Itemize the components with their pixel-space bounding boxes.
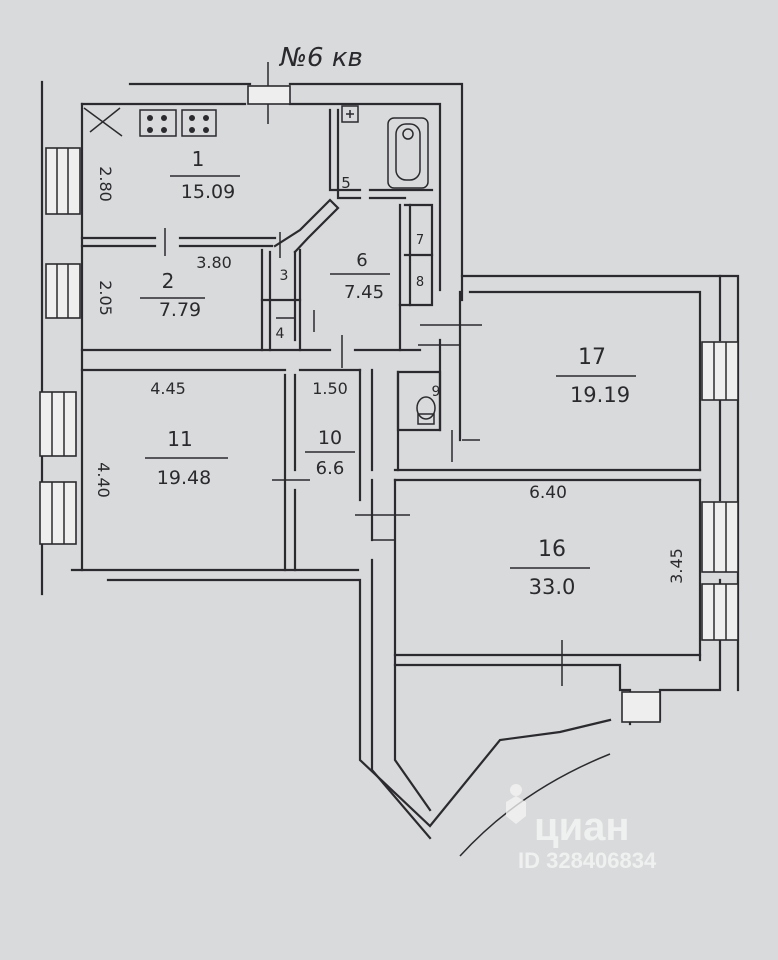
- stove-icon: [139, 109, 177, 137]
- window: [45, 147, 81, 215]
- room-area: 7.79: [159, 299, 201, 321]
- interior-walls: [80, 108, 464, 572]
- room-number: 9: [432, 384, 441, 400]
- dimension-labels: 2.80 3.80 2.05 4.45 1.50 4.40 6.40 3.45: [94, 166, 686, 584]
- window: [39, 391, 77, 457]
- dimension: 1.50: [312, 379, 348, 398]
- window: [701, 501, 739, 573]
- flat-number: №6 кв: [278, 43, 363, 73]
- room-number: 6: [356, 250, 367, 271]
- stove-icon: [181, 109, 217, 137]
- toilet-icon: [416, 396, 436, 420]
- window: [701, 341, 739, 401]
- room-number: 11: [167, 427, 192, 451]
- dimension: 2.80: [96, 166, 115, 202]
- room-area: 19.48: [157, 467, 211, 489]
- room-area: 15.09: [181, 181, 235, 203]
- dimension: 2.05: [96, 280, 115, 316]
- room-area: 6.6: [316, 458, 345, 479]
- window: [701, 583, 739, 641]
- door-marks: [83, 62, 563, 686]
- fixtures: [139, 105, 436, 425]
- pencil-arc: [459, 753, 611, 857]
- room-number: 17: [578, 345, 606, 370]
- watermark-brand: циан: [534, 805, 630, 849]
- window: [247, 85, 291, 105]
- room-area: 33.0: [529, 575, 576, 599]
- room-number: 5: [341, 174, 351, 192]
- room-area: 19.19: [570, 383, 630, 407]
- dimension: 6.40: [529, 483, 567, 503]
- dimension: 4.45: [150, 379, 186, 398]
- window: [621, 691, 661, 723]
- room-labels: 1 15.09 2 7.79 3 4 5 6 7.45 7 8 9 10 6.6…: [140, 147, 636, 599]
- room-number: 2: [162, 269, 175, 293]
- windows: [39, 85, 739, 723]
- watermark: циан ID 328406834: [506, 784, 657, 873]
- window: [39, 481, 77, 545]
- watermark-id: ID 328406834: [518, 848, 657, 873]
- sink-icon: [341, 105, 359, 123]
- room-number: 3: [280, 268, 289, 284]
- room-number: 8: [416, 275, 424, 290]
- dimension: 4.40: [94, 462, 113, 498]
- room-number: 10: [318, 427, 342, 449]
- bathtub-icon: [387, 117, 429, 189]
- dimension: 3.45: [667, 548, 686, 584]
- dimension: 3.80: [196, 253, 232, 272]
- room-number: 1: [192, 147, 205, 171]
- window: [45, 263, 81, 319]
- room-number: 4: [276, 326, 285, 342]
- room-number: 7: [416, 233, 424, 248]
- room-number: 16: [538, 537, 566, 562]
- cian-logo-icon: [506, 784, 526, 824]
- room-area: 7.45: [344, 282, 384, 303]
